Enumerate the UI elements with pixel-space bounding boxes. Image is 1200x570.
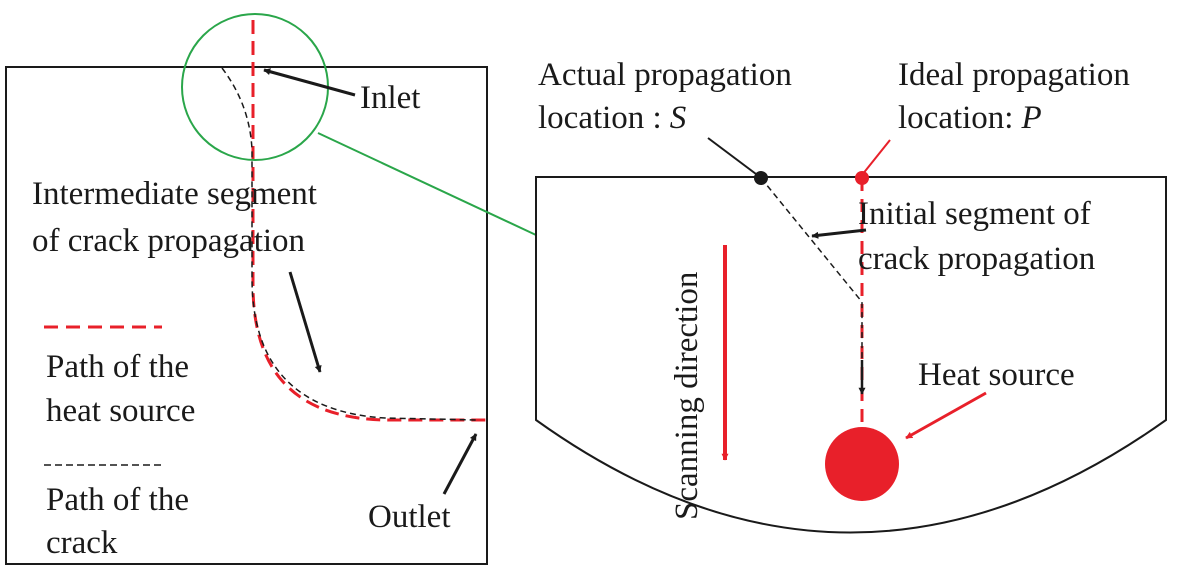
- legend-heat-path-label-line1: Path of the: [46, 349, 189, 385]
- ideal-location-leader: [861, 139, 891, 176]
- legend: Path of the heat source Path of the crac…: [44, 325, 195, 561]
- intermediate-label-line2: of crack propagation: [32, 223, 305, 259]
- actual-location-leader: [707, 137, 761, 178]
- legend-crack-path-label-line2: crack: [46, 525, 118, 561]
- ideal-location-label-line2: location:P: [898, 100, 1042, 136]
- heat-source-label: Heat source: [918, 357, 1075, 393]
- initial-segment-label-line2: crack propagation: [858, 241, 1095, 277]
- outlet-arrow: [442, 433, 478, 495]
- initial-segment-arrow: [811, 228, 867, 239]
- workpiece-outline: [5, 66, 488, 565]
- intermediate-label-line1: Intermediate segment: [32, 176, 317, 212]
- ideal-location-label-line1: Ideal propagation: [898, 57, 1130, 93]
- heat-source-arrow: [905, 391, 987, 440]
- zoom-circle: [181, 13, 329, 161]
- zoomed-crack-path: [760, 177, 863, 392]
- right-panel: Actual propagation location :S Ideal pro…: [535, 57, 1167, 534]
- legend-heat-path-label-line2: heat source: [46, 393, 195, 429]
- initial-segment-label-line1: Initial segment of: [858, 196, 1091, 232]
- zoomed-workpiece-outline: [535, 176, 1167, 534]
- heat-source-spot: [825, 427, 899, 501]
- outlet-label: Outlet: [368, 499, 450, 535]
- inlet-arrow: [263, 68, 356, 97]
- inlet-label: Inlet: [360, 80, 420, 116]
- left-panel: Inlet Intermediate segment of crack prop…: [5, 13, 490, 565]
- legend-crack-path-label-line1: Path of the: [46, 482, 189, 518]
- intermediate-arrow: [288, 271, 322, 373]
- zoom-connector-line: [317, 132, 537, 236]
- crack-path: [221, 67, 479, 421]
- actual-location-label-line1: Actual propagation: [538, 57, 792, 93]
- actual-location-label-line2: location :S: [538, 100, 686, 136]
- scanning-direction-label: Scanning direction: [669, 272, 705, 520]
